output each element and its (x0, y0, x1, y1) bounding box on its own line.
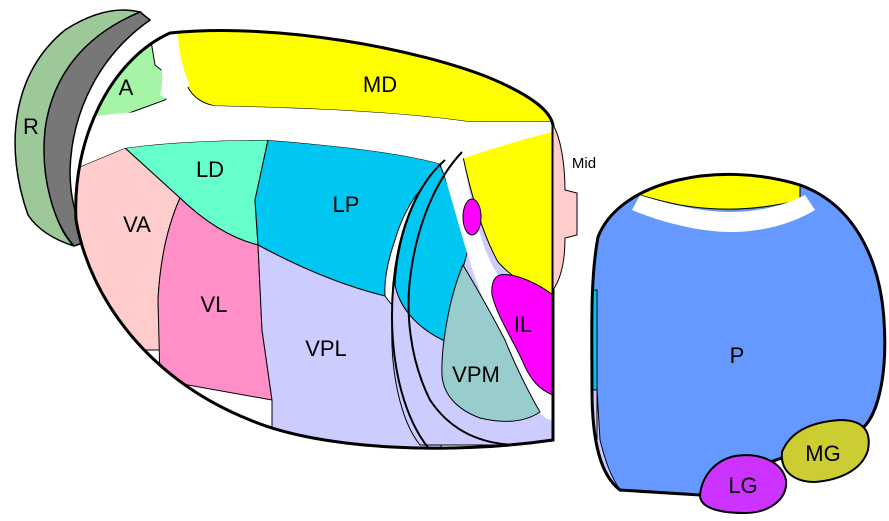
region-Mid (552, 123, 578, 292)
region-VL (157, 197, 273, 401)
lamina-outer-curve (390, 159, 446, 449)
lamina-upper-band (75, 80, 553, 175)
label-MD: MD (363, 72, 397, 97)
small-magenta-oval (462, 198, 482, 236)
label-IL: IL (514, 312, 532, 337)
label-LP: LP (333, 192, 360, 217)
region-VPM (441, 263, 541, 422)
label-VA: VA (123, 212, 151, 237)
label-VPL: VPL (305, 336, 347, 361)
label-A: A (119, 75, 134, 100)
region-IL (491, 274, 553, 396)
label-LG: LG (728, 473, 757, 498)
label-VPM: VPM (452, 362, 500, 387)
label-P: P (730, 343, 745, 368)
right-white-band (632, 195, 815, 232)
region-LG (698, 454, 788, 515)
label-Mid: Mid (572, 155, 596, 172)
label-R: R (23, 114, 39, 139)
region-R (14, 9, 152, 247)
region-MG (780, 418, 870, 484)
lamina-A-band (155, 30, 190, 102)
main-thalamus-body (75, 30, 553, 449)
label-MG: MG (805, 441, 840, 466)
main-thalamus-outline (74, 29, 555, 450)
region-R-inner-band (43, 11, 152, 247)
lamina-inner-curve (407, 151, 521, 446)
label-LD: LD (196, 157, 224, 182)
posterior-thalamus-outline (590, 173, 887, 497)
label-VL: VL (201, 292, 228, 317)
